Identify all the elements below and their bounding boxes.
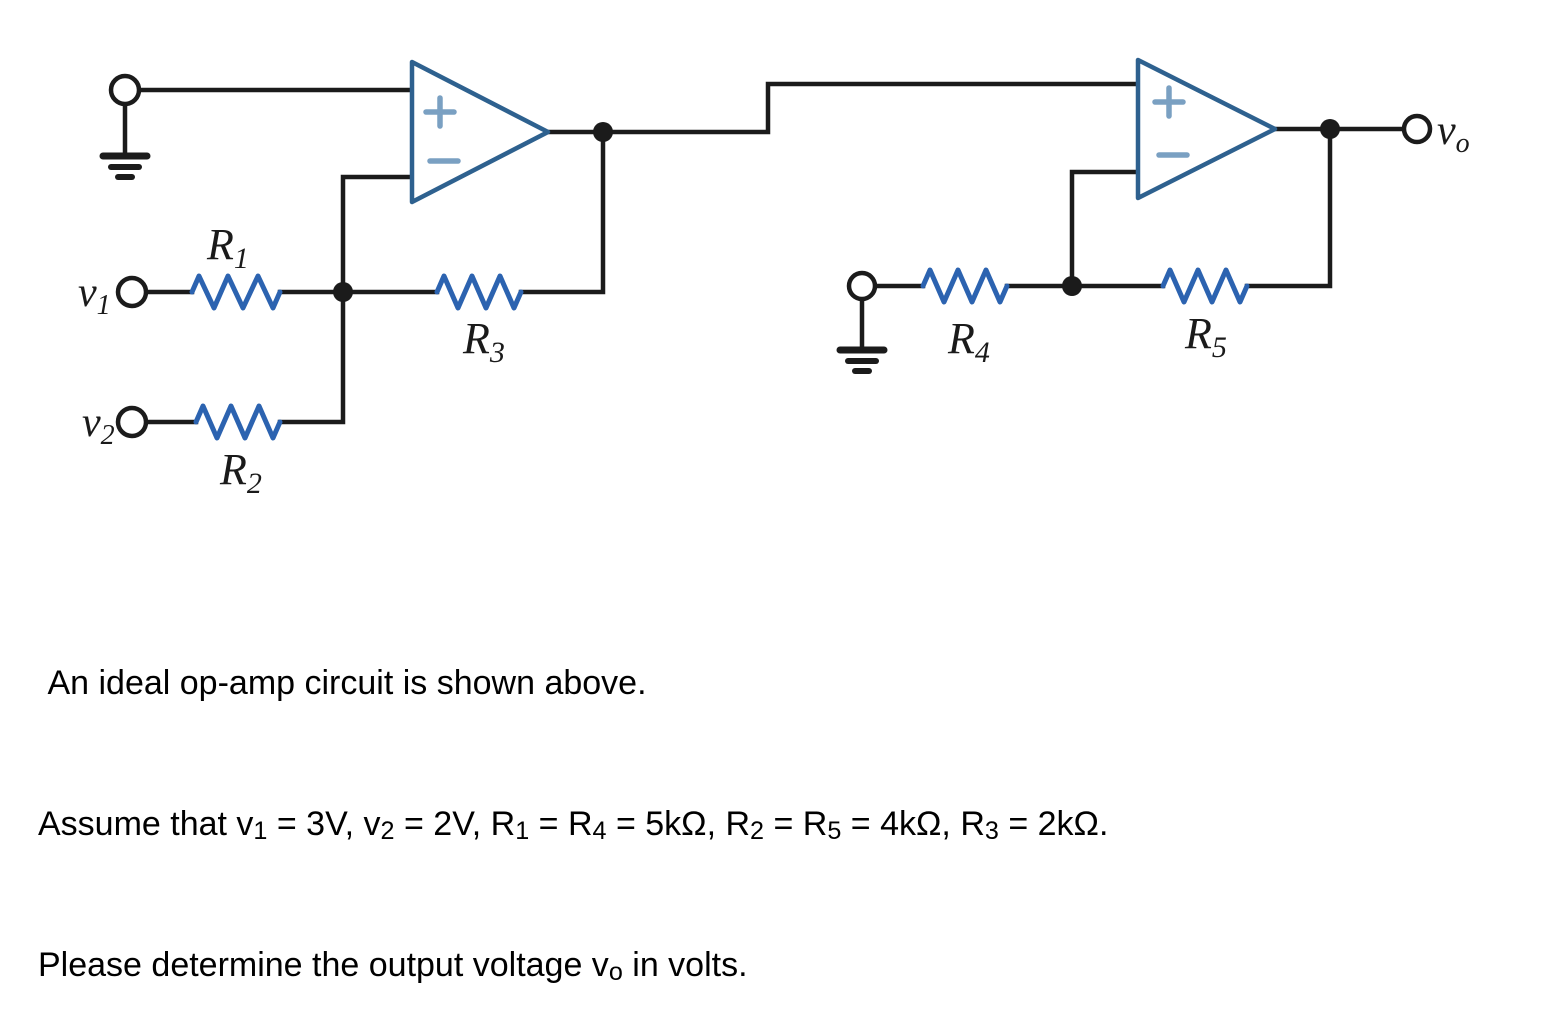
opamp-2-plus-icon <box>1152 85 1186 119</box>
problem-line-2: Assume that v1 = 3V, v2 = 2V, R1 = R4 = … <box>38 805 1109 846</box>
terminal-v1 <box>115 275 149 309</box>
resistor-r4 <box>920 267 1010 305</box>
circuit-diagram: v1 v2 R1 R2 R3 R4 R5 vo <box>78 57 1470 500</box>
wire-output1-to-opamp2 <box>545 81 1141 135</box>
junction-dot-summing-node <box>333 282 353 302</box>
label-r2: R2 <box>219 445 262 500</box>
resistor-r5 <box>1160 267 1250 305</box>
label-v1: v1 <box>78 270 111 321</box>
resistor-r1 <box>189 273 283 311</box>
resistor-r3 <box>434 273 524 311</box>
wire-r5-to-output-2 <box>1244 126 1333 289</box>
label-r1: R1 <box>206 220 249 275</box>
opamp-2-symbol <box>1135 57 1278 201</box>
problem-line-1: An ideal op-amp circuit is shown above. <box>38 664 647 702</box>
wire-inv-input-2 <box>1069 169 1141 289</box>
opamp-2-triangle <box>1135 57 1278 201</box>
terminal-ground-top <box>108 73 142 107</box>
label-vo: vo <box>1437 108 1470 159</box>
label-r3: R3 <box>462 314 505 369</box>
problem-line-3: Please determine the output voltage vo i… <box>38 946 748 987</box>
wire-r3-to-output-1 <box>518 129 606 295</box>
ground-icon-1 <box>99 152 151 180</box>
label-r5: R5 <box>1184 309 1227 364</box>
ground-icon-2 <box>836 346 888 374</box>
terminal-vo <box>1401 113 1433 145</box>
opamp-1-plus-icon <box>423 95 457 129</box>
terminal-ground-mid <box>846 270 878 302</box>
junction-dot-output-1 <box>593 122 613 142</box>
junction-dot-inv-node-2 <box>1062 276 1082 296</box>
opamp-1-symbol <box>409 59 551 205</box>
resistor-r2 <box>193 403 283 441</box>
label-r4: R4 <box>947 314 990 369</box>
wire-node-to-r2 <box>277 289 346 425</box>
terminal-v2 <box>115 405 149 439</box>
junction-dot-output-2 <box>1320 119 1340 139</box>
wire-inv-input-1 <box>340 174 415 295</box>
opamp-1-triangle <box>409 59 551 205</box>
problem-statement: An ideal op-amp circuit is shown above. … <box>38 566 1518 1036</box>
label-v2: v2 <box>82 400 115 451</box>
